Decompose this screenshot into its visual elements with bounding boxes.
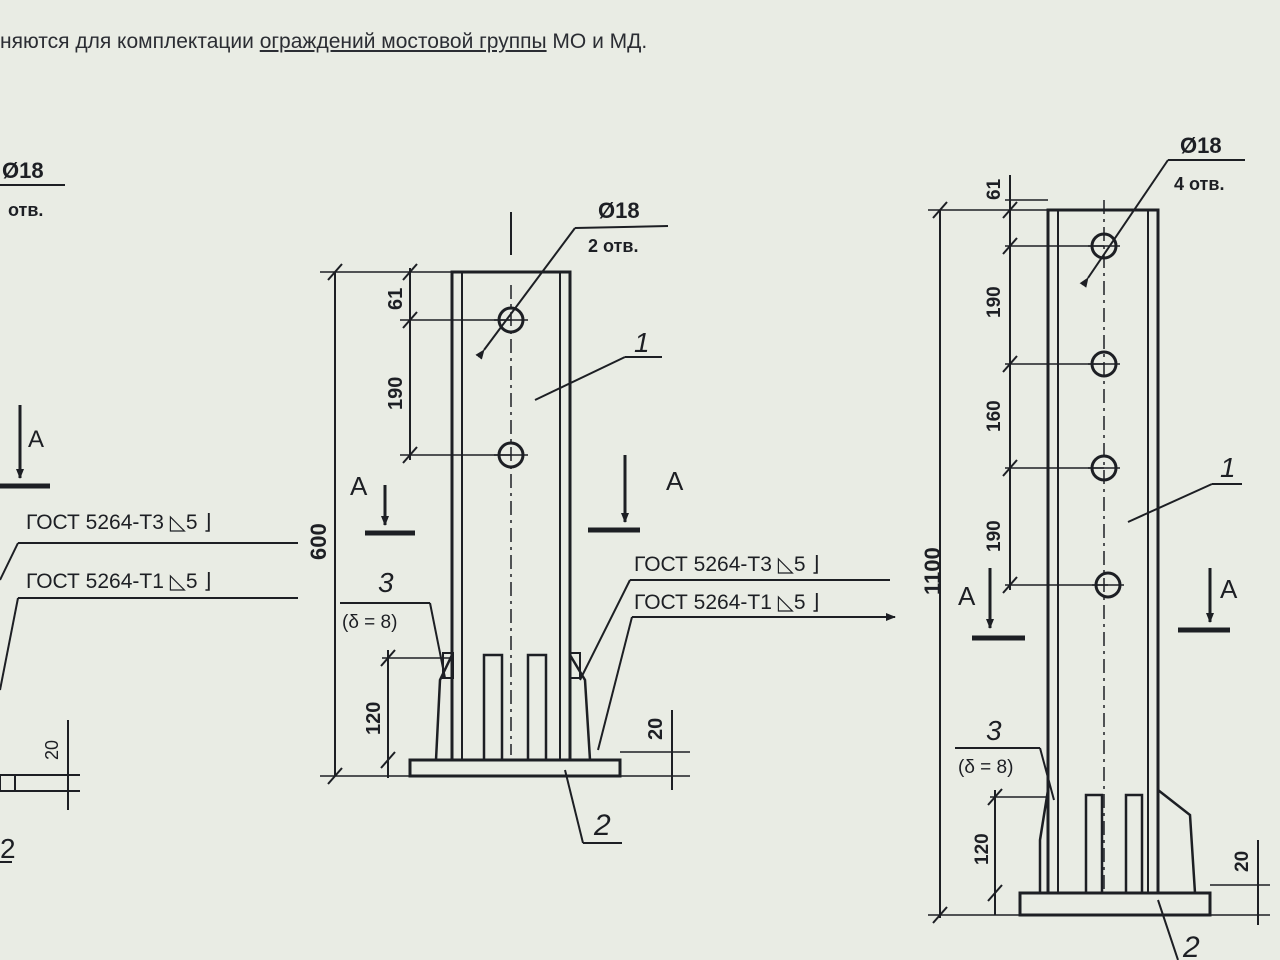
post-1100-dim-1100: 1100	[920, 547, 945, 595]
post-600-section-right: А	[666, 466, 684, 496]
post-1100-section-right: А	[1220, 574, 1238, 604]
post-600-part-2: 2	[593, 809, 611, 842]
post-600-dim-20: 20	[645, 718, 667, 740]
post-1100-dim-61: 61	[984, 178, 1005, 200]
post-1100-base-plate	[1018, 891, 1212, 917]
left-dim-20: 20	[42, 740, 62, 760]
left-hole-diameter: Ø18	[2, 158, 44, 183]
left-fragment: Ø18 отв. А ГОСТ 5264-Т3 ◺5 ⌋ ГОСТ 5264-Т…	[0, 158, 298, 864]
post-600-base-plate	[408, 758, 622, 778]
left-holes-count: отв.	[8, 200, 43, 220]
post-1100-dim-120: 120	[972, 833, 993, 865]
post-1100-part-2: 2	[1182, 931, 1200, 960]
post-1100: Ø18 4 отв. 1 1100	[920, 133, 1270, 960]
post-1100-dim-190-bottom: 190	[984, 520, 1005, 552]
header-text: няются для комплектации ограждений мосто…	[0, 30, 647, 54]
post-600-holes-count: 2 отв.	[588, 236, 638, 256]
post-600-dim-61: 61	[385, 288, 407, 310]
post-600-dim-190: 190	[385, 377, 407, 410]
post-600-part-3: 3	[378, 567, 394, 598]
post-600-weld-t3: ГОСТ 5264-Т3 ◺5 ⌋	[634, 553, 820, 576]
post-600-part-3-thickness: (δ = 8)	[342, 612, 397, 633]
header-text-after: МО и МД.	[546, 30, 648, 53]
post-600-dim-120: 120	[363, 702, 385, 735]
post-1100-body	[1046, 208, 1160, 895]
post-1100-dim-160: 160	[984, 400, 1005, 432]
header-link[interactable]: ограждений мостовой группы	[259, 30, 547, 53]
post-600-section-left: А	[350, 471, 368, 501]
post-600: Ø18 2 отв. 1 600	[306, 198, 896, 844]
post-600-dim-600: 600	[306, 523, 331, 560]
post-1100-part-3-thickness: (δ = 8)	[958, 757, 1013, 778]
left-weld-t1: ГОСТ 5264-Т1 ◺5 ⌋	[26, 570, 212, 593]
post-1100-section-left: А	[958, 581, 976, 611]
post-1100-holes-count: 4 отв.	[1174, 174, 1224, 194]
left-part-2: 2	[0, 833, 16, 864]
post-1100-part-3: 3	[986, 715, 1002, 746]
post-1100-dim-20: 20	[1232, 851, 1253, 872]
post-1100-part-1: 1	[1220, 452, 1236, 483]
left-weld-t3: ГОСТ 5264-Т3 ◺5 ⌋	[26, 511, 212, 534]
post-1100-dim-190-top: 190	[984, 286, 1005, 318]
post-600-hole-diameter: Ø18	[598, 198, 640, 223]
left-section-label: А	[28, 426, 44, 453]
post-1100-hole-diameter: Ø18	[1180, 133, 1222, 158]
post-600-weld-t1: ГОСТ 5264-Т1 ◺5 ⌋	[634, 591, 820, 614]
header-text-before: няются для комплектации	[0, 30, 260, 53]
post-600-part-1: 1	[634, 327, 650, 358]
